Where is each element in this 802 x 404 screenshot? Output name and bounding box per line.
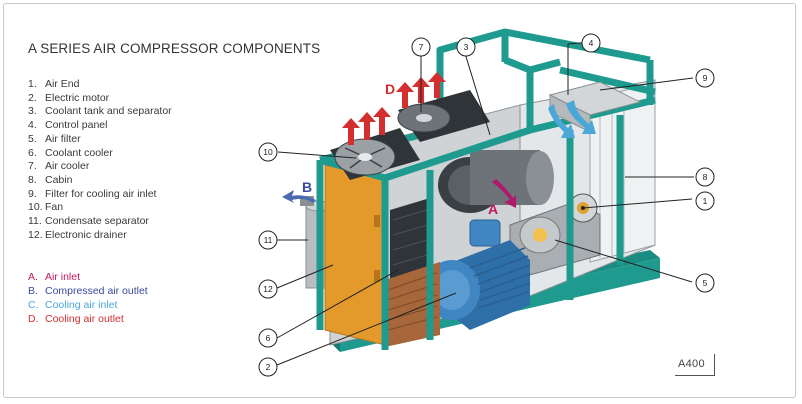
flow-letter: A. <box>28 271 38 283</box>
legend-number: 6. <box>28 146 37 159</box>
legend-label: Air filter <box>45 132 81 145</box>
legend-number: 5. <box>28 132 37 145</box>
callout: 2 <box>258 357 278 377</box>
legend-number: 3. <box>28 105 37 118</box>
callout: 9 <box>695 68 715 88</box>
legend-label: Fan <box>45 201 64 214</box>
flow-label: Air inlet <box>45 271 81 283</box>
callout-number: 10 <box>263 147 273 157</box>
callout: 1 <box>695 191 715 211</box>
legend-item: 4. Control panel <box>28 119 172 133</box>
callout-number: 11 <box>264 235 273 245</box>
diagram-title: A SERIES AIR COMPRESSOR COMPONENTS <box>28 41 321 56</box>
flow-marker-a: A <box>488 201 498 217</box>
callout: 11 <box>258 230 278 250</box>
air-end-unit <box>509 193 601 276</box>
callout-number: 2 <box>266 362 271 372</box>
callout-number: 6 <box>266 333 271 343</box>
legend-label: Condensate separator <box>45 215 149 228</box>
flow-legend: A. Air inlet B. Compressed air outlet C. Co… <box>28 270 148 326</box>
legend-number: 12. <box>28 228 43 241</box>
legend-item: 11.Condensate separator <box>28 215 172 229</box>
legend-number: 4. <box>28 119 37 132</box>
component-legend: 1. Air End 2. Electric motor 3. Coolant tan… <box>28 78 172 242</box>
callout-number: 4 <box>589 38 594 48</box>
legend-label: Filter for cooling air inlet <box>45 187 157 200</box>
separator-tank <box>438 150 554 213</box>
orange-door-panel <box>324 164 386 346</box>
callout: 3 <box>456 37 476 57</box>
callout-number: 8 <box>703 172 708 182</box>
callout: 5 <box>695 273 715 293</box>
flow-label: Compressed air outlet <box>45 285 148 297</box>
legend-number: 8. <box>28 173 37 186</box>
callout-number: 3 <box>464 42 469 52</box>
leader-dot <box>581 206 585 210</box>
flow-label: Cooling air outlet <box>45 313 124 325</box>
leader-lines <box>276 41 694 366</box>
flow-legend-item: D. Cooling air outlet <box>28 312 148 326</box>
legend-label: Air cooler <box>45 160 90 173</box>
legend-item: 7. Air cooler <box>28 160 172 174</box>
callout-number: 1 <box>703 196 708 206</box>
flow-marker-b: B <box>302 179 312 195</box>
legend-item: 3. Coolant tank and separator <box>28 105 172 119</box>
legend-number: 2. <box>28 91 37 104</box>
legend-label: Coolant cooler <box>45 146 113 159</box>
legend-item: 12.Electronic drainer <box>28 229 172 243</box>
flow-label: Cooling air inlet <box>45 299 118 311</box>
legend-number: 7. <box>28 160 37 173</box>
callout: 8 <box>695 167 715 187</box>
callout-number: 7 <box>419 42 424 52</box>
compressed-air-outlet-arrow <box>282 190 316 203</box>
callout: 12 <box>258 279 278 299</box>
flow-letter: D. <box>28 313 39 325</box>
model-tag: A400 <box>675 354 715 376</box>
flow-marker-d: D <box>385 81 395 97</box>
legend-number: 9. <box>28 187 37 200</box>
callout-number: 9 <box>703 73 708 83</box>
flow-letter: B. <box>28 285 38 297</box>
fan-housing <box>397 90 490 142</box>
legend-item: 5. Air filter <box>28 133 172 147</box>
callout: 6 <box>258 328 278 348</box>
legend-number: 1. <box>28 78 37 90</box>
legend-label: Control panel <box>45 119 108 132</box>
air-inlet-arrow <box>492 179 516 208</box>
cooling-air-inlet-arrows <box>548 100 596 138</box>
legend-label: Cabin <box>45 173 73 186</box>
callout-number: 12 <box>263 284 273 294</box>
flow-legend-item: A. Air inlet <box>28 270 148 284</box>
flow-legend-item: C. Cooling air inlet <box>28 298 148 312</box>
callout: 7 <box>411 37 431 57</box>
callout: 4 <box>581 33 601 53</box>
flow-letter: C. <box>28 299 39 311</box>
legend-item: 8. Cabin <box>28 174 172 188</box>
legend-item: 6. Coolant cooler <box>28 147 172 161</box>
legend-number: 10. <box>28 201 43 214</box>
callout: 10 <box>258 142 278 162</box>
legend-item: 2. Electric motor <box>28 92 172 106</box>
legend-item: 9. Filter for cooling air inlet <box>28 188 172 202</box>
legend-number: 11. <box>28 215 42 228</box>
legend-label: Air End <box>45 78 80 90</box>
legend-label: Electronic drainer <box>45 228 127 241</box>
legend-item: 1. Air End <box>28 78 172 92</box>
legend-item: 10.Fan <box>28 201 172 215</box>
legend-label: Electric motor <box>45 91 110 104</box>
callout-number: 5 <box>703 278 708 288</box>
legend-label: Coolant tank and separator <box>45 105 172 118</box>
flow-legend-item: B. Compressed air outlet <box>28 284 148 298</box>
